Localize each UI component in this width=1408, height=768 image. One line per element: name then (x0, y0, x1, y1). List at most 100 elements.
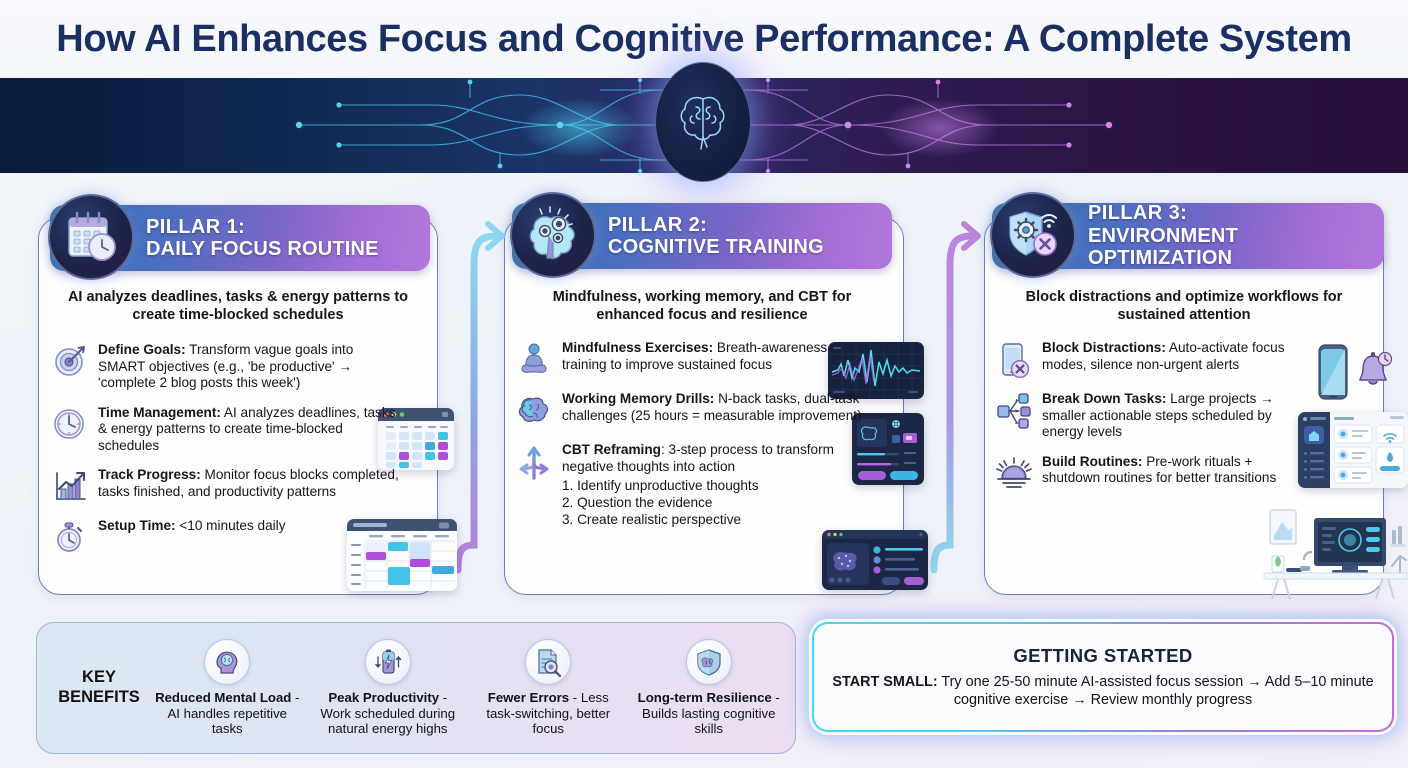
benefit-long-term-resilience: Long-term Resilience - Builds lasting co… (629, 638, 790, 738)
shield-gear-wifi-icon (990, 192, 1076, 278)
document-magnifier-icon (525, 638, 572, 685)
item-title: Break Down Tasks: (1042, 391, 1167, 406)
brain-icon (516, 391, 552, 429)
benefit-text: Peak Productivity - Work scheduled durin… (312, 690, 465, 738)
benefit-body: - Work scheduled during natural energy h… (320, 689, 456, 737)
pillar-2-items: Mindfulness Exercises: Breath-awareness … (516, 340, 864, 542)
list-item-text: Block Distractions: Auto-activate focus … (1042, 340, 1308, 378)
workspace-desk-illustration (1258, 500, 1408, 600)
calendar-app-mockup (378, 408, 454, 470)
benefit-peak-productivity: Peak Productivity - Work scheduled durin… (308, 638, 469, 738)
benefit-title: Reduced Mental Load (155, 689, 292, 705)
shield-gear-wifi-glyph (1009, 211, 1057, 256)
list-item: Time Management: AI analyzes deadlines, … (52, 405, 400, 455)
brain-glyph (680, 96, 725, 150)
cbt-app-mockup (822, 530, 928, 590)
phone-silent-illustration (1316, 344, 1350, 400)
item-body: Transform vague goals into SMART objecti… (98, 342, 354, 391)
stopwatch-icon (52, 518, 88, 556)
notification-bell-illustration (1356, 350, 1394, 396)
list-item-text: CBT Reframing: 3-step process to transfo… (562, 442, 864, 529)
pillar-3-number: PILLAR 3: (1088, 202, 1188, 225)
item-title: Setup Time: (98, 518, 176, 534)
pillar-1-items: Define Goals: Transform vague goals into… (52, 342, 400, 569)
benefit-title: Fewer Errors (487, 689, 570, 705)
list-item-text: Define Goals: Transform vague goals into… (98, 342, 400, 392)
item-title: Define Goals: (98, 342, 186, 357)
item-title: CBT Reframing (562, 442, 661, 457)
list-item: Track Progress: Monitor focus blocks com… (52, 467, 400, 505)
list-item: Block Distractions: Auto-activate focus … (996, 340, 1308, 379)
benefit-title: Peak Productivity (328, 689, 440, 705)
banner-glow-left (520, 98, 640, 158)
item-body: Large projects → smaller actionable step… (1042, 391, 1274, 440)
brain-gears-icon (510, 192, 596, 278)
pillar-1-number: PILLAR 1: (146, 215, 246, 238)
benefit-body: - Builds lasting cognitive skills (642, 689, 780, 737)
brain-circuit-icon (655, 62, 751, 182)
list-item: Setup Time: <10 minutes daily (52, 518, 400, 556)
item-body: Pre-work rituals + shutdown routines for… (1042, 453, 1277, 486)
item-title: Build Routines: (1042, 453, 1143, 469)
smart-home-dashboard-mockup (1298, 412, 1408, 488)
chart-growth-icon (52, 467, 88, 505)
getting-started-body: START SMALL: Try one 25-50 minute AI-ass… (830, 673, 1376, 710)
list-item-text: Break Down Tasks: Large projects → small… (1042, 391, 1308, 441)
battery-bolt-icon (364, 638, 411, 685)
item-title: Mindfulness Exercises: (562, 340, 714, 355)
item-body: Monitor focus blocks completed, tasks fi… (98, 467, 399, 500)
pillar-3-subtitle: Block distractions and optimize workflow… (1025, 289, 1343, 324)
item-body: Breath-awareness training to improve sus… (562, 340, 828, 372)
meditation-icon (516, 340, 552, 378)
pillar-1-name: DAILY FOCUS ROUTINE (146, 238, 379, 260)
list-item: Working Memory Drills: N-back tasks, dua… (516, 391, 864, 429)
benefit-title: Long-term Resilience (637, 689, 772, 705)
benefit-reduced-mental-load: Reduced Mental Load - AI handles repetit… (147, 638, 308, 738)
list-item-text: Setup Time: <10 minutes daily (98, 518, 286, 556)
list-item: Mindfulness Exercises: Breath-awareness … (516, 340, 864, 378)
item-body: AI analyzes deadlines, tasks & energy pa… (98, 404, 396, 453)
item-body: N-back tasks, dual-task challenges (25 h… (562, 391, 862, 423)
list-item-text: Mindfulness Exercises: Breath-awareness … (562, 340, 864, 378)
cbt-step-1: 1. Identify unproductive thoughts (562, 478, 759, 494)
phone-block-icon (996, 340, 1032, 379)
benefit-body: - AI handles repetitive tasks (167, 689, 300, 737)
waveform-app-mockup (828, 342, 924, 399)
banner-glow-right (880, 98, 1000, 158)
page-title: How AI Enhances Focus and Cognitive Perf… (56, 17, 1352, 60)
getting-started-text: Try one 25-50 minute AI-assisted focus s… (937, 673, 1374, 708)
item-body: <10 minutes daily (175, 518, 286, 534)
benefit-body: - Less task-switching, better focus (486, 689, 611, 737)
brain-gears-glyph (529, 206, 575, 260)
head-brain-icon (204, 638, 251, 685)
brain-training-app-mockup (852, 413, 924, 485)
key-benefits-panel: KEY BENEFITS Reduced Mental Load - AI ha… (36, 622, 796, 754)
key-benefits-label-line2: BENEFITS (58, 688, 140, 706)
clock-icon (52, 405, 88, 443)
pillar-2-name: COGNITIVE TRAINING (608, 236, 824, 258)
calendar-clock-glyph (68, 211, 116, 261)
item-title: Working Memory Drills: (562, 391, 715, 406)
pillar-2-number: PILLAR 2: (608, 213, 708, 236)
pillar-3-name: ENVIRONMENT OPTIMIZATION (1088, 224, 1238, 270)
getting-started-panel: GETTING STARTED START SMALL: Try one 25-… (812, 622, 1394, 732)
benefit-text: Fewer Errors - Less task-switching, bett… (472, 690, 625, 738)
connector-arrow-2-to-3 (930, 221, 981, 574)
item-title: Block Distractions: (1042, 340, 1166, 355)
key-benefits-label: KEY BENEFITS (51, 668, 147, 708)
cbt-step-3: 3. Create realistic perspective (562, 512, 742, 528)
benefit-text: Long-term Resilience - Builds lasting co… (633, 690, 786, 738)
cbt-step-2: 2. Question the evidence (562, 495, 713, 511)
pillar-3-items: Block Distractions: Auto-activate focus … (996, 340, 1308, 505)
list-item-text: Working Memory Drills: N-back tasks, dua… (562, 391, 864, 429)
target-icon (52, 342, 88, 380)
branching-arrows-icon (516, 442, 552, 480)
getting-started-title: GETTING STARTED (1013, 644, 1193, 666)
calendar-clock-icon (48, 194, 134, 280)
list-item-text: Build Routines: Pre-work rituals + shutd… (1042, 454, 1308, 492)
connector-arrow-1-to-2 (454, 221, 505, 574)
item-body: : 3-step process to transform negative t… (562, 442, 834, 474)
shield-brain-icon (685, 638, 732, 685)
key-benefits-label-line1: KEY (82, 668, 116, 687)
